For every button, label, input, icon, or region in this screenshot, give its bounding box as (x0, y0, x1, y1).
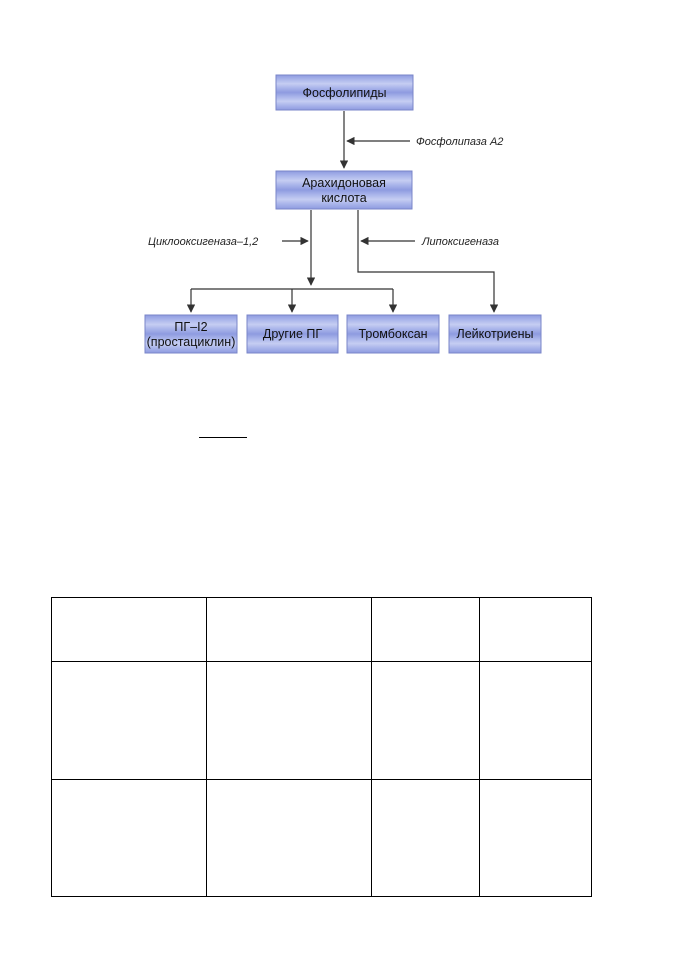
table-cell (206, 661, 371, 779)
arachidonic-acid-pathway-diagram: Фосфолипиды Арахидоновая кислота ПГ–I2 (… (144, 74, 542, 354)
table-cell (371, 779, 479, 897)
arrow-arachidonic-to-leukotrienes (357, 210, 499, 313)
node-pgi2-line1: ПГ–I2 (174, 320, 207, 334)
table-row (51, 661, 592, 779)
node-thromboxane-label: Тромбоксан (358, 327, 427, 341)
enzyme-phospholipase-label: Фосфолипаза А2 (416, 136, 503, 148)
node-arachidonic-acid-line1: Арахидоновая (302, 176, 386, 190)
table-cell (479, 661, 592, 779)
table-cell (479, 597, 592, 661)
empty-table (51, 597, 592, 897)
node-leukotrienes: Лейкотриены (448, 314, 542, 354)
table-cell (371, 661, 479, 779)
table-row (51, 597, 592, 661)
underline-mark (199, 437, 247, 438)
table-cell (51, 661, 206, 779)
node-phospholipids: Фосфолипиды (275, 74, 414, 111)
table-cell (479, 779, 592, 897)
table-row (51, 779, 592, 897)
enzyme-lipoxygenase-label: Липоксигеназа (421, 236, 499, 248)
node-thromboxane: Тромбоксан (346, 314, 440, 354)
node-arachidonic-acid: Арахидоновая кислота (275, 170, 413, 210)
node-arachidonic-acid-line2: кислота (321, 191, 366, 205)
node-pgi2-line2: (простациклин) (147, 335, 236, 349)
enzyme-cyclooxygenase-label: Циклооксигеназа–1,2 (148, 236, 258, 248)
table-cell (206, 597, 371, 661)
node-other-pg-label: Другие ПГ (263, 327, 322, 341)
node-leukotrienes-label: Лейкотриены (457, 327, 534, 341)
node-other-pg: Другие ПГ (246, 314, 339, 354)
node-phospholipids-label: Фосфолипиды (303, 86, 387, 100)
table-cell (371, 597, 479, 661)
table-cell (51, 597, 206, 661)
node-pgi2: ПГ–I2 (простациклин) (144, 314, 238, 354)
table-cell (51, 779, 206, 897)
table-cell (206, 779, 371, 897)
